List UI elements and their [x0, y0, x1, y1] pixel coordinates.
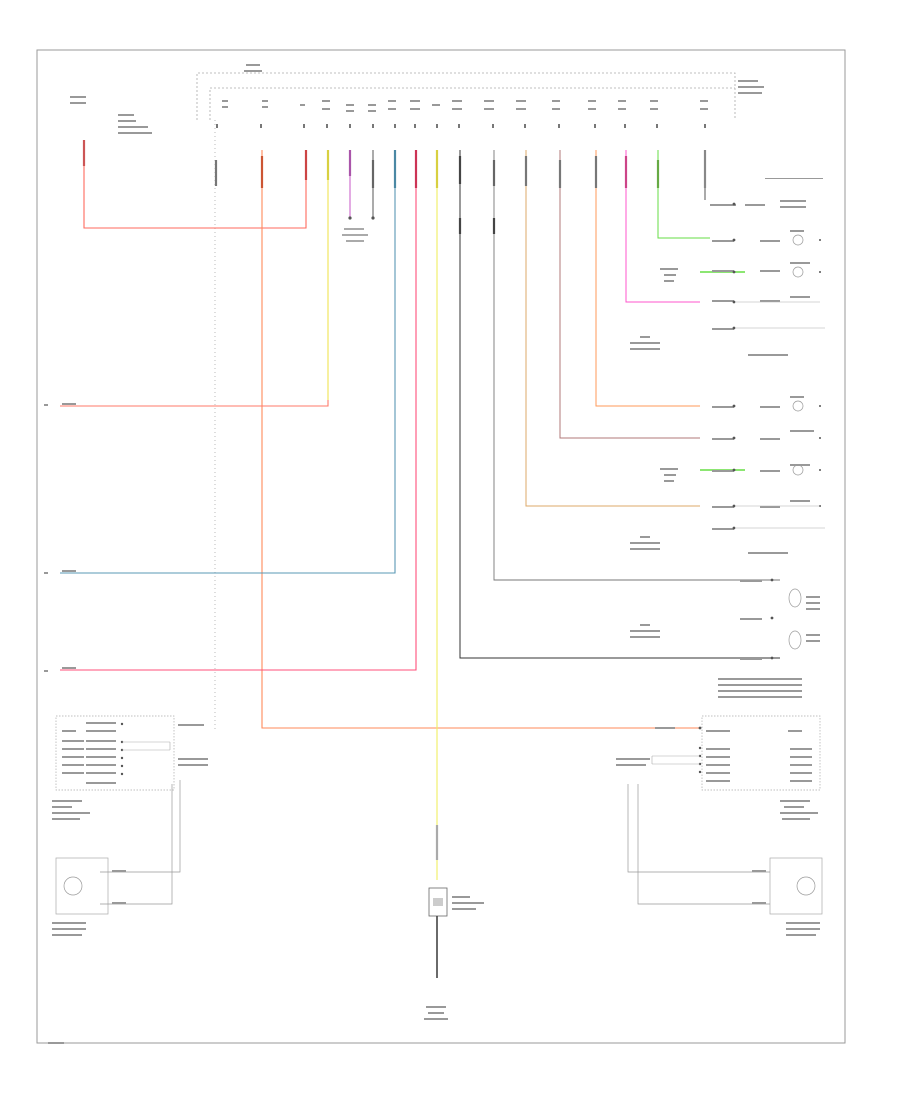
wire-magenta-right — [625, 150, 700, 303]
wire-pink-left — [60, 150, 417, 671]
wire-green-right — [657, 150, 710, 239]
module-enclosure — [196, 72, 736, 730]
wire-gray-right — [493, 150, 780, 581]
passenger-door-module — [52, 715, 208, 936]
wire-red-top-left — [83, 150, 307, 229]
wire-red-left — [60, 150, 329, 407]
splice-label — [342, 228, 368, 242]
connector-markers — [216, 124, 706, 128]
wire-blue-left — [60, 150, 396, 574]
module-pin-labels — [70, 64, 764, 134]
left-wire-tags — [44, 403, 76, 1044]
wire-tan — [525, 150, 700, 507]
wire-orange-right — [595, 150, 700, 407]
wire-color-bands — [82, 140, 707, 860]
switch-icon — [428, 887, 484, 978]
right-edge-lines — [736, 301, 825, 529]
splice-dots — [348, 216, 375, 220]
wire-brown — [559, 150, 700, 439]
right-components — [630, 178, 823, 698]
driver-door-module — [616, 715, 823, 936]
diagram-border — [36, 49, 846, 1044]
bulb-icon — [788, 234, 804, 650]
wire-orange-main — [261, 150, 700, 729]
connector-dots-right — [732, 202, 821, 660]
wire-black-lower — [459, 150, 780, 659]
ground-icon — [424, 1006, 448, 1020]
